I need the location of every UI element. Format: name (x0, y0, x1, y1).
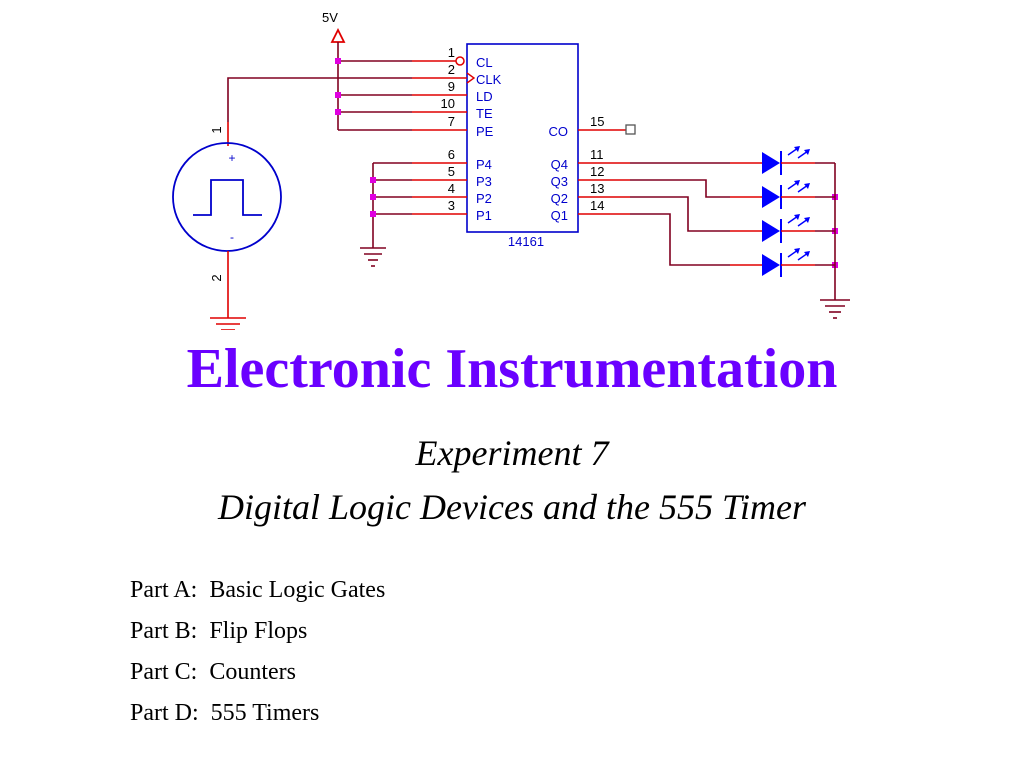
pin-name: Q1 (551, 208, 568, 223)
square-wave-icon (193, 179, 262, 216)
pin-number: 11 (590, 147, 604, 162)
supply-label: 5V (322, 10, 338, 25)
list-item: Part C: Counters (130, 659, 296, 685)
pin-name: P4 (476, 157, 492, 172)
pin-number: 10 (441, 96, 455, 111)
clock-edge-mark (466, 72, 476, 84)
pin-number: 6 (448, 147, 455, 162)
pin-name: Q4 (551, 157, 568, 172)
ground-symbol-source (210, 317, 246, 330)
ground-symbol-leds (820, 299, 850, 319)
pin-number: 1 (448, 45, 455, 60)
pin-name: PE (476, 124, 494, 139)
pin-number: 2 (448, 62, 455, 77)
pin-number: 15 (590, 114, 604, 129)
pin-number: 9 (448, 79, 455, 94)
supply-5v: 5V (322, 10, 346, 130)
pulse-source: + - 1 2 (172, 122, 282, 318)
pin-number: 4 (448, 181, 455, 196)
ic-part-number: 14161 (508, 234, 544, 249)
parts-list: Part A: Basic Logic Gates Part B: Flip F… (130, 575, 385, 739)
counter-circuit-schematic: 5V (172, 10, 850, 330)
pin-number: 13 (590, 181, 604, 196)
supply-arrow (330, 27, 346, 43)
pin-name: P1 (476, 208, 492, 223)
pin-number: 14 (590, 198, 604, 213)
list-item: Part A: Basic Logic Gates (130, 577, 386, 603)
pin-number: 12 (590, 164, 604, 179)
source-pin-bottom: 2 (209, 274, 224, 281)
source-plus: + (228, 151, 235, 165)
output-wires (630, 162, 836, 300)
led-icon (730, 146, 815, 175)
experiment-number: Experiment 7 (415, 433, 609, 473)
led-icon (730, 214, 815, 243)
pin-number: 7 (448, 114, 455, 129)
slide-title: Electronic Instrumentation (186, 338, 838, 400)
led-array (730, 146, 815, 277)
pin-name: Q2 (551, 191, 568, 206)
pin-number: 5 (448, 164, 455, 179)
pin-name: CL (476, 55, 493, 70)
ground-symbol-inputs (360, 247, 386, 267)
pin-number: 3 (448, 198, 455, 213)
source-minus: - (230, 230, 234, 244)
led-icon (730, 248, 815, 277)
led-icon (730, 180, 815, 209)
pin-name: TE (476, 106, 493, 121)
pin-name: P2 (476, 191, 492, 206)
source-body (172, 142, 282, 252)
list-item: Part D: 555 Timers (130, 700, 320, 726)
ic-14161: 1 2 9 10 7 6 5 4 3 CL CLK LD TE PE P4 P3… (412, 43, 636, 249)
inversion-bubble (455, 56, 465, 66)
pin-name: CO (549, 124, 569, 139)
pin-name: Q3 (551, 174, 568, 189)
pin-name: LD (476, 89, 493, 104)
pin-name: CLK (476, 72, 502, 87)
control-wires (227, 60, 412, 248)
co-open-terminal (625, 124, 636, 135)
list-item: Part B: Flip Flops (130, 618, 308, 644)
ic-body (466, 43, 579, 233)
source-pin-top: 1 (209, 126, 224, 133)
experiment-topic: Digital Logic Devices and the 555 Timer (218, 487, 806, 527)
pin-name: P3 (476, 174, 492, 189)
